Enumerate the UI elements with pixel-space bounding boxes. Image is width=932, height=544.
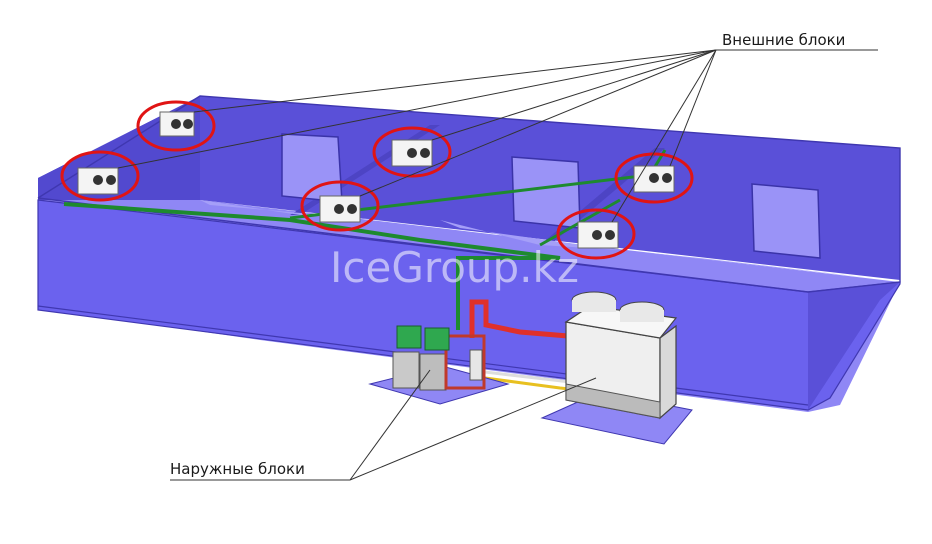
callout-outer-units: Внешние блоки: [117, 31, 878, 223]
leader-outer-4: [359, 49, 717, 197]
watermark: IceGroup.kz: [330, 243, 579, 292]
highlight-ring-5: [614, 152, 694, 204]
door-1: [281, 133, 343, 203]
label-outer-units: Внешние блоки: [722, 31, 845, 49]
label-outdoor-units: Наружные блоки: [170, 460, 305, 478]
rack-receiver-left: [392, 351, 420, 389]
callout-outdoor-units: Наружные блоки: [170, 369, 597, 481]
highlight-ring-1: [136, 100, 216, 152]
evaporator-unit-6: [556, 208, 636, 260]
rack-receiver-right: [419, 353, 447, 391]
highlight-ring-4: [300, 180, 380, 232]
compressor-1: [396, 325, 422, 349]
highlight-ring-2: [60, 150, 140, 202]
evaporator-unit-2: [60, 150, 140, 202]
highlight-ring-3: [372, 126, 452, 178]
compressor-2: [424, 327, 450, 351]
leader-outdoor-2: [349, 377, 597, 481]
right-wall: [808, 282, 900, 410]
evaporator-unit-1: [136, 100, 216, 152]
evaporator-unit-5: [614, 152, 694, 204]
leader-outer-2: [117, 49, 717, 169]
highlight-ring-6: [556, 208, 636, 260]
red-pipe: [469, 299, 569, 339]
rack-frame: [444, 334, 486, 390]
leader-outer-5: [669, 49, 717, 167]
condenser-body-side: [659, 324, 677, 420]
green-pipe-main: [63, 202, 561, 330]
compressor-rack: [368, 325, 510, 405]
back-wall: [38, 96, 900, 280]
leader-outer-1: [193, 49, 717, 113]
door-3: [751, 183, 821, 259]
leader-outer-6: [611, 49, 717, 223]
leader-outdoor-1: [349, 369, 431, 481]
white-pipe: [484, 370, 571, 384]
condenser-grille: [565, 383, 661, 419]
room-floor-3: [640, 252, 870, 278]
leader-outer-3: [431, 49, 717, 141]
evaporator-unit-3: [372, 126, 452, 178]
evaporator-units: [60, 100, 694, 260]
condenser-unit: [540, 291, 693, 445]
rack-cylinder: [469, 349, 483, 381]
evaporator-unit-4: [300, 180, 380, 232]
